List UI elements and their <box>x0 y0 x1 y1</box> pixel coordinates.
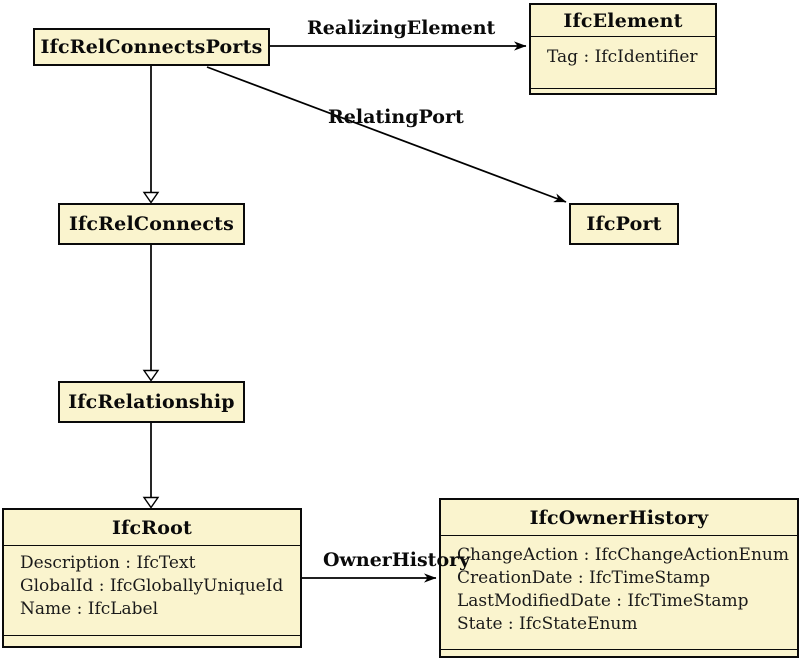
generalization-arrowhead <box>142 496 160 509</box>
class-box-ifcroot: IfcRoot Description : IfcText GlobalId :… <box>2 508 302 648</box>
class-attribute: State : IfcStateEnum <box>457 614 638 634</box>
class-attribute: LastModifiedDate : IfcTimeStamp <box>457 591 749 611</box>
class-attribute: Name : IfcLabel <box>20 599 159 619</box>
class-box-ifcrelconnects: IfcRelConnects <box>58 203 245 245</box>
class-operations-empty <box>4 635 300 646</box>
association-label-relating-port: RelatingPort <box>328 106 464 128</box>
class-operations-empty <box>531 88 715 93</box>
class-attribute: ChangeAction : IfcChangeActionEnum <box>457 545 789 565</box>
class-box-ifcrelconnectsports: IfcRelConnectsPorts <box>33 28 270 66</box>
class-title: IfcElement <box>563 9 683 32</box>
class-title: IfcRoot <box>112 516 192 539</box>
class-title: IfcOwnerHistory <box>529 506 709 529</box>
class-box-ifcrelationship: IfcRelationship <box>58 381 245 423</box>
class-box-ifcownerhistory: IfcOwnerHistory ChangeAction : IfcChange… <box>439 498 799 658</box>
class-attribute: Tag : IfcIdentifier <box>547 47 698 67</box>
association-label-owner-history: OwnerHistory <box>323 549 471 571</box>
class-attribute: Description : IfcText <box>20 553 196 573</box>
generalization-arrowhead <box>142 191 160 204</box>
class-attributes: ChangeAction : IfcChangeActionEnum Creat… <box>441 535 797 649</box>
association-label-realizing-element: RealizingElement <box>307 17 496 39</box>
class-title: IfcRelationship <box>68 391 235 413</box>
class-attribute: GlobalId : IfcGloballyUniqueId <box>20 576 284 596</box>
class-title: IfcRelConnects <box>68 213 235 235</box>
class-attributes: Description : IfcText GlobalId : IfcGlob… <box>4 545 300 635</box>
class-box-ifcelement: IfcElement Tag : IfcIdentifier <box>529 3 717 95</box>
class-attributes: Tag : IfcIdentifier <box>531 36 715 88</box>
class-operations-empty <box>441 649 797 656</box>
association-line-relating-port <box>206 66 567 203</box>
class-title: IfcPort <box>586 213 662 235</box>
class-title: IfcRelConnectsPorts <box>40 36 263 58</box>
class-attribute: CreationDate : IfcTimeStamp <box>457 568 711 588</box>
class-box-ifcport: IfcPort <box>569 203 679 245</box>
generalization-arrowhead <box>142 369 160 382</box>
